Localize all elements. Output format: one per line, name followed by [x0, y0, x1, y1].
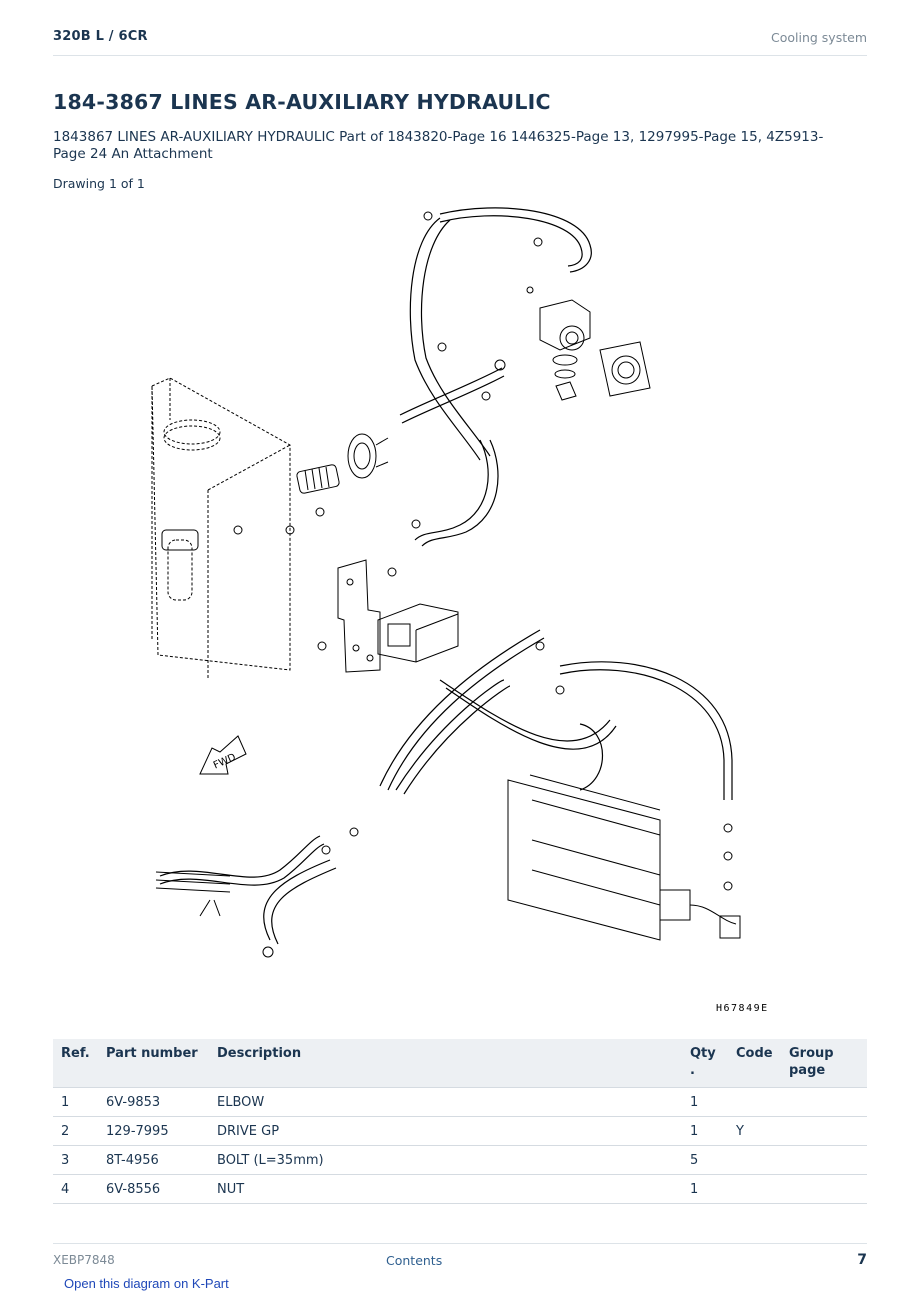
lower-hoses	[379, 629, 733, 800]
group-page-cell	[781, 1087, 867, 1117]
description-cell: NUT	[209, 1174, 682, 1204]
middle-hose	[399, 367, 505, 424]
qty-cell: 1	[682, 1087, 728, 1117]
contents-link[interactable]: Contents	[386, 1253, 443, 1268]
fwd-label: FWD	[212, 752, 238, 772]
hydraulic-tank	[151, 377, 291, 680]
header-divider	[53, 55, 867, 56]
table-row: 4 6V-8556 NUT 1	[53, 1174, 867, 1204]
page-title: 184-3867 LINES AR-AUXILIARY HYDRAULIC	[53, 90, 551, 114]
upper-hose	[409, 207, 592, 547]
col-part-number: Part number	[106, 1046, 198, 1061]
part-number-cell: 8T-4956	[98, 1145, 209, 1175]
group-page-cell	[781, 1116, 867, 1146]
description-cell: DRIVE GP	[209, 1116, 682, 1146]
code-cell	[728, 1145, 781, 1175]
filter-element	[296, 433, 389, 494]
col-code: Code	[736, 1046, 773, 1061]
model-header: 320B L / 6CR	[53, 29, 148, 44]
hose-bundle	[155, 871, 231, 917]
group-page-cell	[781, 1174, 867, 1204]
page-number: 7	[857, 1252, 867, 1268]
description-cell: ELBOW	[209, 1087, 682, 1117]
part-number-cell: 6V-9853	[98, 1087, 209, 1117]
table-row: 1 6V-9853 ELBOW 1	[53, 1087, 867, 1117]
drive-flange	[599, 341, 651, 397]
code-cell	[728, 1087, 781, 1117]
left-lower-hoses	[159, 835, 337, 945]
fittings	[233, 211, 733, 958]
mounting-bracket	[337, 559, 381, 673]
valve-block	[377, 603, 459, 663]
ref-cell: 2	[53, 1116, 98, 1146]
col-description: Description	[217, 1046, 302, 1061]
part-number-cell: 6V-8556	[98, 1174, 209, 1204]
table-row: 2 129-7995 DRIVE GP 1 Y	[53, 1116, 867, 1146]
control-valve	[507, 774, 741, 941]
qty-cell: 1	[682, 1116, 728, 1146]
parts-table: Ref. Part number Description Qty. Code G…	[53, 1039, 867, 1204]
description-cell: BOLT (L=35mm)	[209, 1145, 682, 1175]
code-cell: Y	[728, 1116, 781, 1146]
ref-cell: 3	[53, 1145, 98, 1175]
section-header: Cooling system	[771, 30, 867, 45]
kpart-link[interactable]: Open this diagram on K-Part	[64, 1276, 229, 1291]
part-description: 1843867 LINES AR-AUXILIARY HYDRAULIC Par…	[53, 129, 824, 162]
ref-cell: 1	[53, 1087, 98, 1117]
table-row: 3 8T-4956 BOLT (L=35mm) 5	[53, 1145, 867, 1175]
group-page-cell	[781, 1145, 867, 1175]
diagram-code: H67849E	[716, 1003, 769, 1014]
fwd-arrow-icon: FWD	[199, 735, 247, 775]
part-number-cell: 129-7995	[98, 1116, 209, 1146]
document-id: XEBP7848	[53, 1253, 115, 1267]
drawing-label: Drawing 1 of 1	[53, 176, 145, 191]
footer-divider	[53, 1243, 867, 1244]
table-header-row: Ref. Part number Description Qty. Code G…	[53, 1039, 867, 1088]
parts-diagram: FWD	[151, 207, 741, 958]
ref-cell: 4	[53, 1174, 98, 1204]
col-qty: Qty.	[690, 1046, 716, 1078]
filter-cap	[161, 529, 199, 551]
qty-cell: 1	[682, 1174, 728, 1204]
qty-cell: 5	[682, 1145, 728, 1175]
col-ref: Ref.	[61, 1046, 90, 1061]
code-cell	[728, 1174, 781, 1204]
pump-assembly	[539, 299, 591, 401]
